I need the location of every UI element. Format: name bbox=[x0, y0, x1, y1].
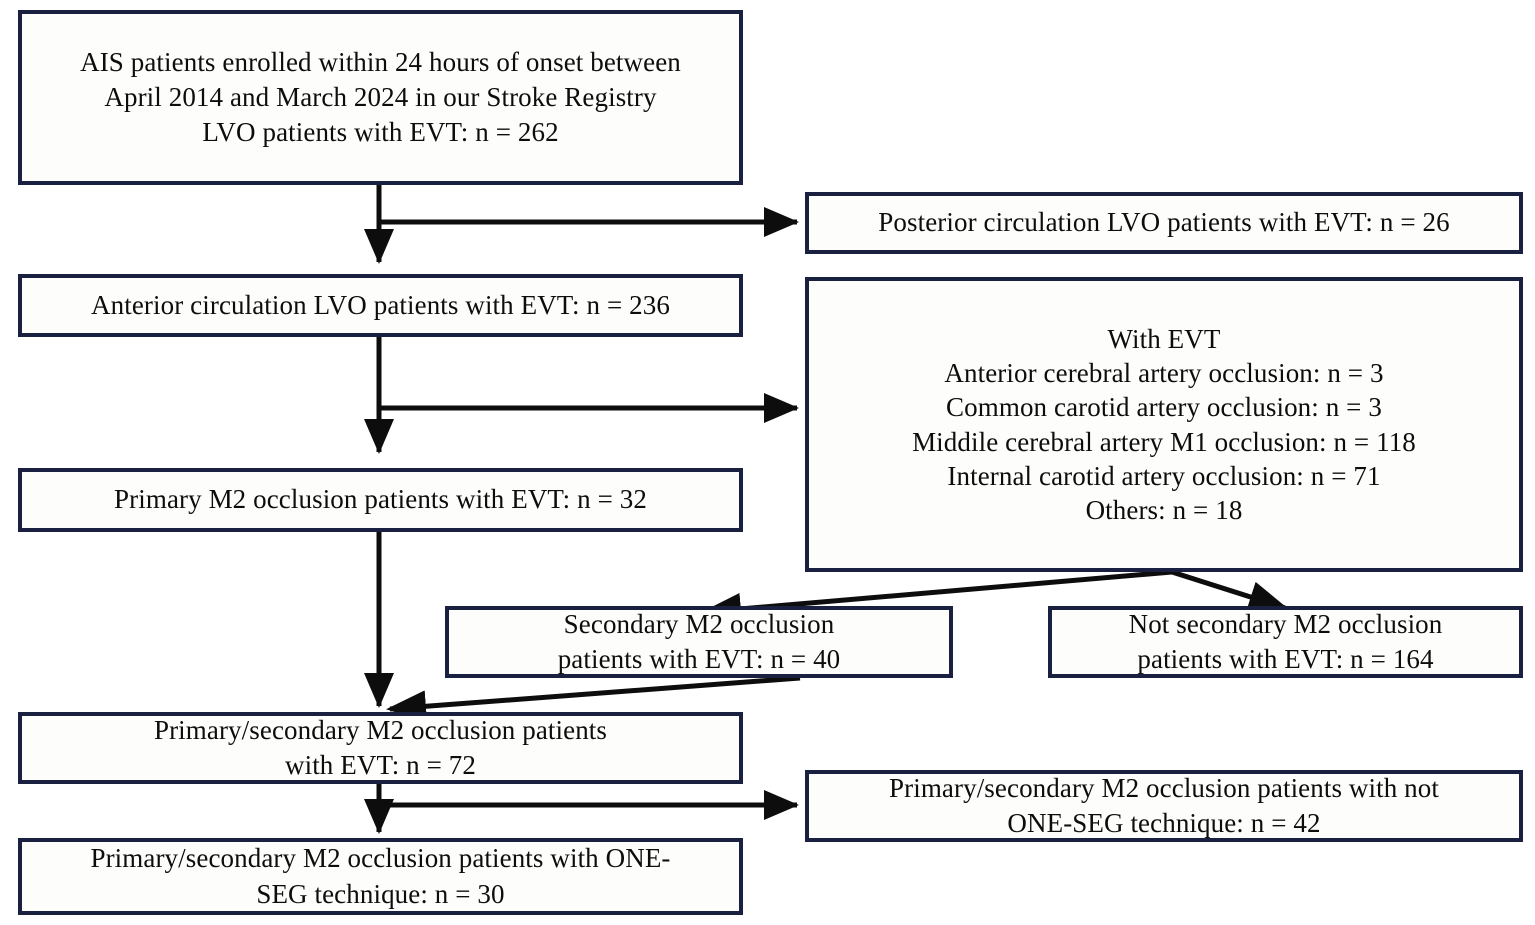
node-not-secondary-m2[interactable]: Not secondary M2 occlusion patients with… bbox=[1048, 606, 1523, 678]
node-with-evt-breakdown[interactable]: With EVT Anterior cerebral artery occlus… bbox=[805, 277, 1523, 572]
node-primary-secondary-m2-label: Primary/secondary M2 occlusion patients … bbox=[153, 714, 608, 780]
node-posterior-excluded-label: Posterior circulation LVO patients with … bbox=[878, 207, 1450, 238]
node-one-seg[interactable]: Primary/secondary M2 occlusion patients … bbox=[18, 838, 743, 915]
node-primary-secondary-m2[interactable]: Primary/secondary M2 occlusion patients … bbox=[18, 712, 743, 784]
node-enrolled-label: AIS patients enrolled within 24 hours of… bbox=[80, 46, 681, 148]
node-anterior-circulation-label: Anterior circulation LVO patients with E… bbox=[91, 289, 670, 320]
node-with-evt-breakdown-label: With EVT Anterior cerebral artery occlus… bbox=[912, 324, 1416, 525]
edge-with-evt-to-not-secondary-m2 bbox=[1171, 569, 1289, 613]
edge-secondary-m2-to-primary-secondary bbox=[386, 675, 801, 723]
node-posterior-excluded[interactable]: Posterior circulation LVO patients with … bbox=[805, 192, 1523, 254]
node-not-one-seg[interactable]: Primary/secondary M2 occlusion patients … bbox=[805, 770, 1523, 842]
node-anterior-circulation[interactable]: Anterior circulation LVO patients with E… bbox=[18, 274, 743, 337]
node-not-one-seg-label: Primary/secondary M2 occlusion patients … bbox=[889, 772, 1439, 838]
node-primary-m2-label: Primary M2 occlusion patients with EVT: … bbox=[114, 484, 647, 515]
node-not-secondary-m2-label: Not secondary M2 occlusion patients with… bbox=[1128, 608, 1443, 674]
node-enrolled[interactable]: AIS patients enrolled within 24 hours of… bbox=[18, 10, 743, 185]
node-secondary-m2-label: Secondary M2 occlusion patients with EVT… bbox=[557, 608, 841, 674]
node-secondary-m2[interactable]: Secondary M2 occlusion patients with EVT… bbox=[445, 606, 953, 678]
node-one-seg-label: Primary/secondary M2 occlusion patients … bbox=[90, 843, 671, 909]
node-primary-m2[interactable]: Primary M2 occlusion patients with EVT: … bbox=[18, 468, 743, 532]
